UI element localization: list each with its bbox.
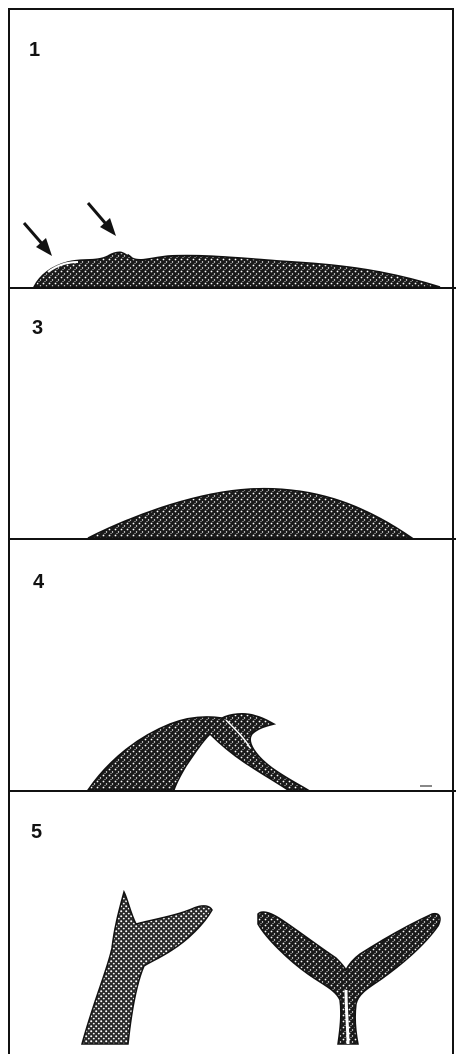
panel-number-4: 4 [33, 572, 44, 592]
figure-frame [8, 8, 454, 1054]
panel-number-3: 3 [32, 318, 43, 338]
panel-number-1: 1 [29, 40, 40, 60]
panel-divider-2 [8, 538, 456, 540]
panel-number-5: 5 [31, 822, 42, 842]
panel-divider-1 [8, 287, 456, 289]
panel-divider-3 [8, 790, 456, 792]
